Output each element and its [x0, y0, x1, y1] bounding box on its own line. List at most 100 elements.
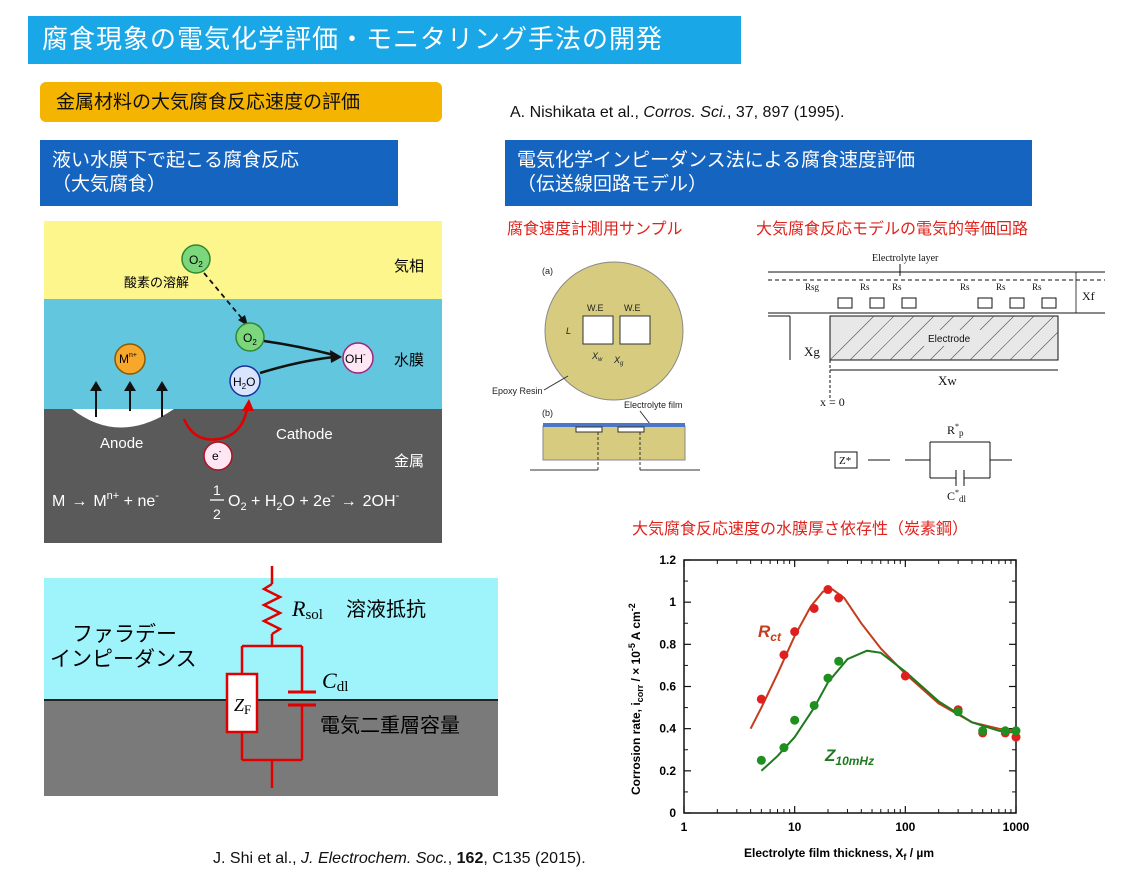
svg-text:Rs: Rs: [892, 282, 902, 292]
svg-text:Rs: Rs: [960, 282, 970, 292]
y-axis-label: Corrosion rate, icorr / × 10-5 A cm-2: [627, 603, 645, 795]
svg-text:O2: O2: [243, 331, 257, 347]
svg-text:Xw: Xw: [591, 351, 603, 363]
data-point-series-1: [953, 707, 963, 717]
svg-text:O2 + H2O + 2e-→2OH-: O2 + H2O + 2e-→2OH-: [228, 490, 400, 513]
rsol-symbol: Rsol: [291, 596, 323, 623]
oh-ion: [342, 342, 374, 374]
svg-text:x = 0: x = 0: [820, 395, 845, 409]
svg-text:e-: e-: [212, 447, 222, 463]
page-title: 腐食現象の電気化学評価・モニタリング手法の開発: [28, 16, 741, 64]
svg-text:Electrolyte film: Electrolyte film: [624, 400, 683, 410]
gas-phase-label: 気相: [394, 257, 424, 275]
oxygen-dissolution-label: 酸素の溶解: [124, 276, 189, 291]
electron: [203, 441, 233, 471]
data-point-series-0: [779, 650, 789, 660]
data-point-series-0: [1011, 732, 1021, 742]
solution-resistance-label: 溶液抵抗: [346, 597, 426, 621]
data-point-series-0: [834, 593, 844, 603]
svg-text:Mn+: Mn+: [119, 352, 137, 366]
svg-text:H2O: H2O: [233, 375, 255, 391]
svg-text:M→Mn+ + ne-: M→Mn+ + ne-: [52, 490, 159, 510]
svg-text:W.E: W.E: [587, 303, 604, 313]
data-point-series-1: [756, 755, 766, 765]
plot-caption: 大気腐食反応速度の水膜厚さ依存性（炭素鋼）: [632, 519, 969, 538]
svg-text:Electrolyte layer: Electrolyte layer: [872, 253, 939, 264]
svg-text:C*dl: C*dl: [947, 488, 967, 504]
o2-gas-molecule: [181, 244, 211, 274]
corrosion-rate-chart: 1 10 100 1000 0 0.2 0.4 0.6 0.8 1 1.2 Rct Z10mHz E…: [627, 553, 1030, 862]
data-point-series-1: [823, 673, 833, 683]
y-tick-label: 1.2: [659, 553, 676, 567]
impedance-method-header: 電気化学インピーダンス法による腐食速度評価（伝送線回路モデル）: [505, 140, 1032, 206]
double-layer-capacitance-label: 電気二重層容量: [320, 713, 460, 737]
data-point-series-1: [779, 743, 789, 753]
data-point-series-1: [978, 726, 988, 736]
corrosion-schematic: O2 酸素の溶解 O2 H2O OH- Mn+ e- 気相 水膜 金属 Anod…: [44, 221, 442, 543]
svg-text:Rsg: Rsg: [805, 282, 820, 292]
svg-text:R*p: R*p: [947, 422, 964, 438]
metal-label: 金属: [394, 452, 424, 470]
svg-text:Rs: Rs: [1032, 282, 1042, 292]
data-point-series-0: [809, 603, 819, 613]
svg-text:Xf: Xf: [1082, 289, 1095, 303]
data-point-series-0: [756, 694, 766, 704]
x-tick-label: 1000: [1003, 820, 1030, 834]
x-tick-label: 1: [681, 820, 688, 834]
svg-text:2: 2: [213, 506, 221, 522]
section-tag: 金属材料の大気腐食反応速度の評価: [40, 82, 442, 122]
svg-text:1: 1: [213, 482, 221, 498]
svg-text:(b): (b): [542, 408, 553, 418]
data-point-series-1: [809, 700, 819, 710]
data-point-series-1: [790, 715, 800, 725]
data-point-series-1: [834, 656, 844, 666]
svg-text:Electrode: Electrode: [928, 334, 971, 345]
svg-text:OH-: OH-: [345, 350, 366, 366]
h2o-molecule: [229, 365, 261, 397]
sample-figure: (a) W.E W.E L Xw Xg Epoxy Resin (b) Elec…: [492, 261, 700, 471]
svg-text:Xg: Xg: [613, 355, 624, 367]
y-tick-label: 0.8: [659, 637, 676, 651]
cdl-symbol: Cdl: [322, 668, 348, 695]
svg-text:(a): (a): [542, 266, 553, 276]
data-point-series-1: [1000, 726, 1010, 736]
reference-top: A. Nishikata et al., Corros. Sci., 37, 8…: [510, 104, 845, 121]
y-tick-label: 0.6: [659, 680, 676, 694]
data-point-series-1: [1011, 726, 1021, 736]
data-point-series-0: [823, 585, 833, 595]
zf-symbol: ZF: [234, 695, 251, 717]
data-point-series-0: [790, 627, 800, 637]
svg-text:L: L: [566, 326, 571, 336]
svg-text:Epoxy Resin: Epoxy Resin: [492, 386, 543, 396]
x-tick-label: 100: [895, 820, 915, 834]
sample-label: 腐食速度計測用サンプル: [507, 219, 683, 238]
series-label-z10mhz: Z10mHz: [824, 746, 874, 768]
series-label-rct: Rct: [758, 622, 782, 644]
faradaic-label-1: ファラデー: [72, 622, 177, 646]
transmission-line-figure: Electrolyte layer Rsg Rs Rs Rs Rs Rs Xf …: [768, 253, 1105, 504]
x-tick-label: 10: [788, 820, 802, 834]
water-film-label: 水膜: [394, 351, 424, 369]
circuit-label: 大気腐食反応モデルの電気的等価回路: [756, 219, 1029, 238]
y-tick-label: 0.2: [659, 764, 676, 778]
reaction-equations: M→Mn+ + ne- 1 2 O2 + H2O + 2e-→2OH-: [52, 482, 400, 522]
x-axis-label: Electrolyte film thickness, Xf / µm: [744, 846, 934, 862]
anode-label: Anode: [100, 435, 143, 452]
svg-text:Xw: Xw: [938, 373, 957, 388]
y-tick-label: 1: [669, 595, 676, 609]
svg-text:W.E: W.E: [624, 303, 641, 313]
series-curve-1: [760, 649, 1017, 772]
plot-area: [683, 559, 1017, 814]
reference-bottom: J. Shi et al., J. Electrochem. Soc., 162…: [213, 850, 586, 867]
cathode-label: Cathode: [276, 426, 333, 443]
y-tick-label: 0.4: [659, 722, 676, 736]
o2-dissolved-molecule: [235, 322, 265, 352]
faradaic-label-2: インピーダンス: [50, 647, 197, 671]
svg-text:O2: O2: [189, 253, 203, 269]
svg-text:Rs: Rs: [996, 282, 1006, 292]
atmospheric-corrosion-header: 液い水膜下で起こる腐食反応（大気腐食）: [40, 140, 398, 206]
equivalent-circuit-diagram: ZF Rsol 溶液抵抗 Cdl 電気二重層容量 ファラデー インピーダンス: [44, 566, 498, 796]
data-point-series-0: [900, 671, 910, 681]
y-tick-label: 0: [669, 806, 676, 820]
svg-text:Z*: Z*: [839, 455, 851, 467]
